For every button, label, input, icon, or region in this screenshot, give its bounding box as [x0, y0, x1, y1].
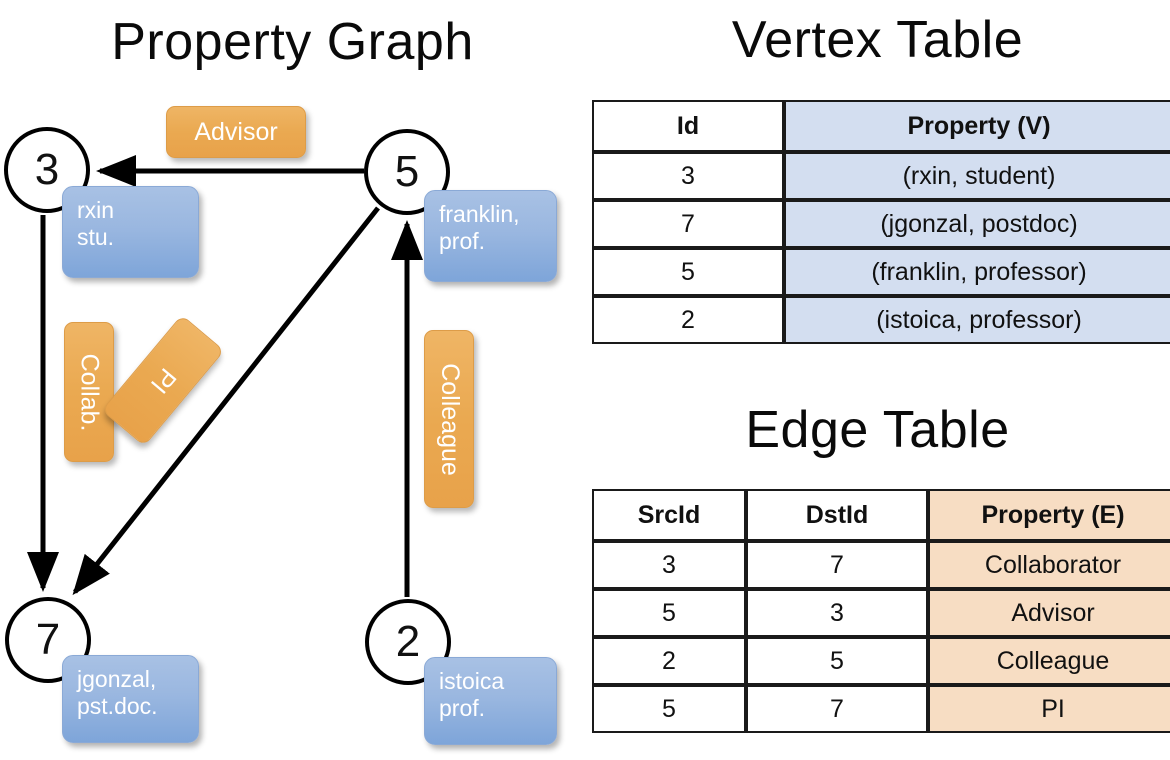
edge-row-3-property: PI [928, 685, 1170, 733]
node-property-istoica: istoica prof. [424, 657, 557, 745]
edge-row-0-property: Collaborator [928, 541, 1170, 589]
graph-node-3-label: 3 [34, 145, 60, 194]
edge-table: SrcId DstId Property (E) 3 7 Collaborato… [592, 489, 1170, 733]
node-property-rxin-line2: stu. [77, 224, 115, 251]
node-property-jgonzal-line1: jgonzal, [77, 666, 157, 692]
table-row: 2 (istoica, professor) [592, 296, 1170, 344]
page-title-property-graph: Property Graph [111, 13, 474, 71]
graph-node-7-label: 7 [35, 615, 61, 664]
edge-row-3-dst: 7 [746, 685, 928, 733]
edge-table-header-property: Property (E) [928, 489, 1170, 541]
edge-row-2-src: 2 [592, 637, 746, 685]
node-property-franklin: franklin, prof. [424, 190, 557, 282]
edge-row-1-property: Advisor [928, 589, 1170, 637]
edge-table-header-srcid: SrcId [592, 489, 746, 541]
edge-row-3-src: 5 [592, 685, 746, 733]
edge-arrow-pi [72, 206, 380, 596]
edge-row-2-property: Colleague [928, 637, 1170, 685]
edge-row-1-src: 5 [592, 589, 746, 637]
edge-label-pi-text: PI [145, 362, 182, 399]
node-property-franklin-line1: franklin, [439, 201, 520, 227]
node-property-rxin: rxin stu. [62, 186, 199, 278]
edge-row-0-src: 3 [592, 541, 746, 589]
table-header-row: SrcId DstId Property (E) [592, 489, 1170, 541]
edge-label-colleague: Colleague [424, 330, 474, 508]
table-row: 5 7 PI [592, 685, 1170, 733]
vertex-table: Id Property (V) 3 (rxin, student) 7 (jgo… [592, 100, 1170, 344]
table-row: 5 3 Advisor [592, 589, 1170, 637]
vertex-row-0-property: (rxin, student) [784, 152, 1170, 200]
node-property-istoica-line2: prof. [439, 695, 486, 722]
property-graph-diagram: Advisor Collab. PI Colleague 3 5 7 2 rxi… [4, 106, 557, 745]
graph-node-5-label: 5 [394, 147, 420, 196]
node-property-jgonzal-line2: pst.doc. [77, 693, 158, 720]
table-row: 5 (franklin, professor) [592, 248, 1170, 296]
node-property-franklin-line2: prof. [439, 228, 486, 255]
table-row: 3 7 Collaborator [592, 541, 1170, 589]
vertex-row-1-property: (jgonzal, postdoc) [784, 200, 1170, 248]
graph-node-5[interactable]: 5 [364, 129, 450, 215]
edge-label-advisor-text: Advisor [194, 117, 278, 146]
edge-row-1-dst: 3 [746, 589, 928, 637]
table-header-row: Id Property (V) [592, 100, 1170, 152]
vertex-row-3-property: (istoica, professor) [784, 296, 1170, 344]
graph-node-2[interactable]: 2 [365, 599, 451, 685]
graph-node-2-label: 2 [395, 617, 421, 666]
vertex-row-1-id: 7 [592, 200, 784, 248]
node-property-jgonzal: jgonzal, pst.doc. [62, 655, 199, 743]
vertex-row-3-id: 2 [592, 296, 784, 344]
node-property-rxin-line1: rxin [77, 197, 115, 223]
edge-table-header-dstid: DstId [746, 489, 928, 541]
table-row: 2 5 Colleague [592, 637, 1170, 685]
vertex-row-2-id: 5 [592, 248, 784, 296]
vertex-row-0-id: 3 [592, 152, 784, 200]
edge-row-0-dst: 7 [746, 541, 928, 589]
edge-label-collab-text: Collab. [75, 353, 104, 431]
page-title-edge-table: Edge Table [745, 401, 1010, 459]
table-row: 7 (jgonzal, postdoc) [592, 200, 1170, 248]
vertex-table-header-id: Id [592, 100, 784, 152]
page-title-vertex-table: Vertex Table [731, 11, 1024, 69]
table-row: 3 (rxin, student) [592, 152, 1170, 200]
graph-edge-arrows [27, 155, 423, 597]
vertex-row-2-property: (franklin, professor) [784, 248, 1170, 296]
vertex-table-header-property: Property (V) [784, 100, 1170, 152]
edge-label-colleague-text: Colleague [435, 362, 464, 476]
edge-label-collab: Collab. [64, 322, 114, 462]
edge-label-advisor: Advisor [166, 106, 306, 158]
node-property-istoica-line1: istoica [439, 668, 505, 694]
edge-row-2-dst: 5 [746, 637, 928, 685]
